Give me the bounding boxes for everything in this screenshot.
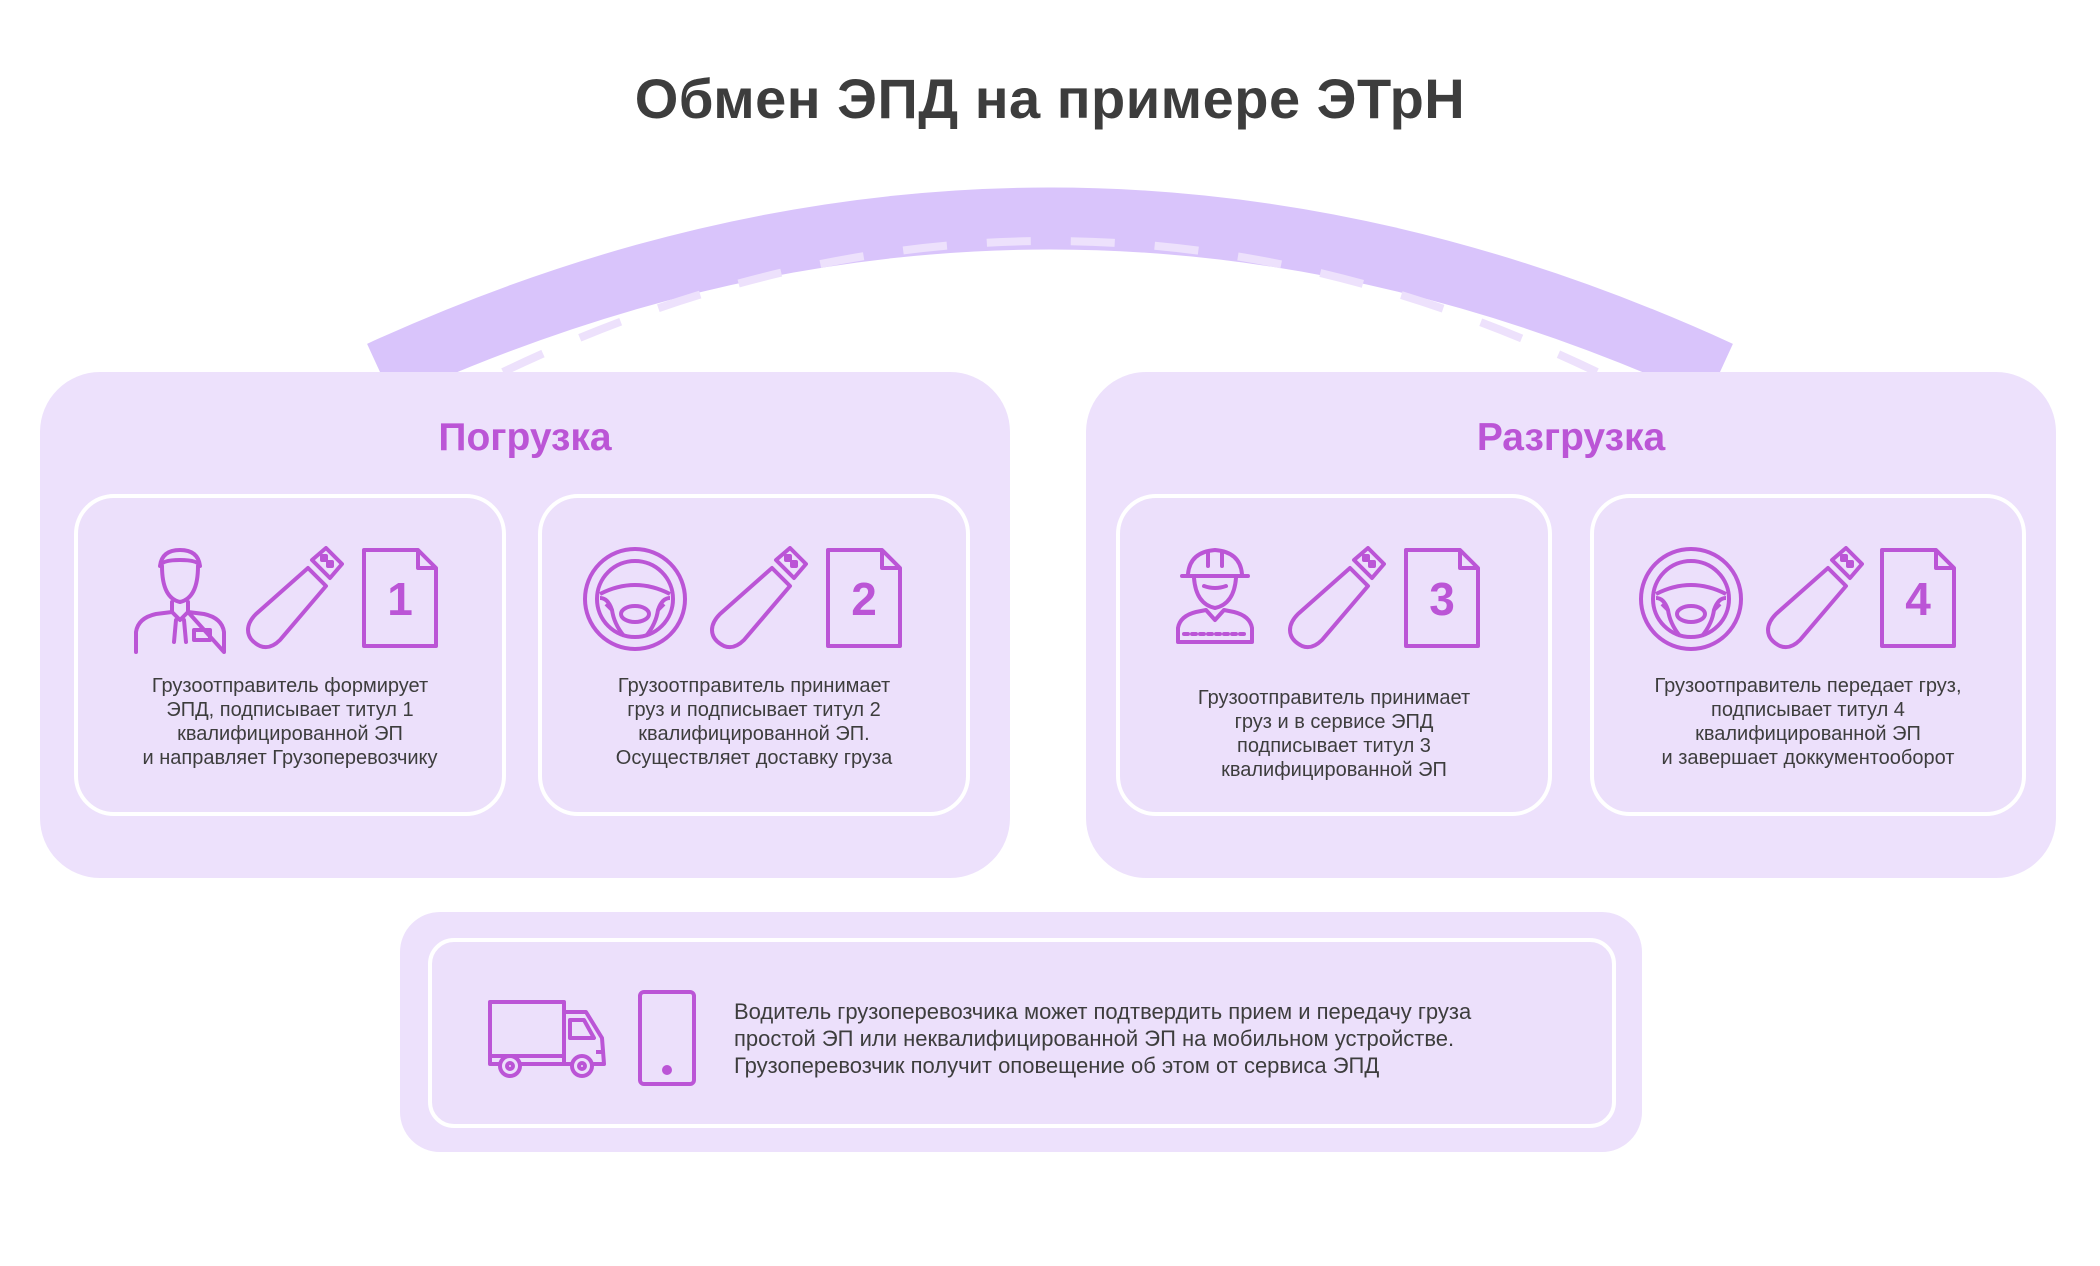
step-description: Грузоотправитель принимает груз и подпис…	[615, 675, 893, 769]
step-description: Грузоотправитель передает груз, подписыв…	[1654, 675, 1962, 769]
usb-key-icon	[1766, 546, 1864, 650]
step-number: 1	[387, 573, 413, 625]
step-description: Грузоотправитель формирует ЭПД, подписыв…	[142, 675, 438, 769]
step-card-3: 3 Грузоотправитель принимает груз и в се…	[1116, 494, 1552, 816]
step-number: 4	[1905, 573, 1931, 625]
road-surface	[367, 187, 1733, 401]
road-center-dashes	[501, 237, 1599, 376]
usb-key-icon	[1288, 546, 1386, 650]
unloading-title: Разгрузка	[1476, 416, 1666, 459]
step-description: Грузоотправитель принимает груз и в серв…	[1197, 687, 1471, 781]
usb-key-icon	[710, 546, 808, 650]
document-icon: 4	[1880, 548, 1956, 648]
step-number: 3	[1429, 573, 1455, 625]
loading-title: Погрузка	[438, 416, 612, 459]
loading-panel: Погрузка 1 Грузоотправит	[40, 372, 1010, 878]
truck-icon	[488, 1000, 606, 1078]
steering-wheel-icon	[583, 547, 687, 651]
smartphone-icon	[638, 990, 696, 1086]
unloading-panel: Разгрузка 3 Гру	[1086, 372, 2056, 878]
step-card-2: 2 Грузоотправитель принимает груз и подп…	[538, 494, 970, 816]
usb-key-icon	[246, 546, 344, 650]
mobile-confirmation-panel: Водитель грузоперевозчика может подтверд…	[400, 912, 1642, 1152]
office-worker-icon	[134, 548, 226, 654]
steering-wheel-icon	[1639, 547, 1743, 651]
document-icon: 1	[362, 548, 438, 648]
page-title: Обмен ЭПД на примере ЭТрН	[634, 67, 1466, 130]
mobile-confirmation-card: Водитель грузоперевозчика может подтверд…	[428, 938, 1616, 1128]
step-card-1: 1 Грузоотправитель формирует ЭПД, подпис…	[74, 494, 506, 816]
construction-worker-icon	[1176, 548, 1254, 644]
document-icon: 2	[826, 548, 902, 648]
step-card-4: 4 Грузоотправитель передает груз, подпис…	[1590, 494, 2026, 816]
step-number: 2	[851, 573, 877, 625]
document-icon: 3	[1404, 548, 1480, 648]
mobile-confirmation-text: Водитель грузоперевозчика может подтверд…	[734, 999, 1472, 1078]
